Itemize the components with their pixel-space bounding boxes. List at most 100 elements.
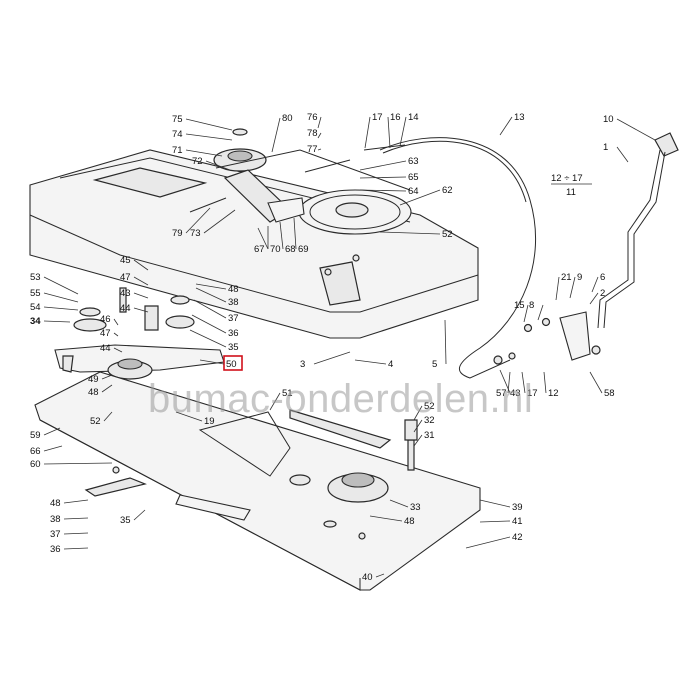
- part-number-label: 6: [600, 272, 605, 283]
- part-number-label: 68: [285, 244, 296, 255]
- part-leader-line: [399, 116, 407, 147]
- part-number-label: 58: [604, 388, 615, 399]
- part-leader-line: [189, 329, 227, 348]
- part-leader-line: [317, 148, 322, 151]
- part-number-label: 13: [514, 112, 525, 123]
- part-leader-line: [185, 133, 233, 141]
- part-number-label: 16: [390, 112, 401, 123]
- part-number-label: 66: [30, 446, 41, 457]
- part-number-label: 48: [50, 498, 61, 509]
- part-number-label: 1: [603, 142, 608, 153]
- part-leader-line: [465, 536, 511, 549]
- part-number-label: 5: [432, 359, 437, 370]
- part-number-label: 76: [307, 112, 318, 123]
- part-leader-line: [543, 371, 547, 394]
- part-leader-line: [185, 118, 233, 131]
- part-leader-line: [185, 149, 223, 157]
- part-number-label: 40: [362, 572, 373, 583]
- part-leader-line: [199, 359, 225, 365]
- part-leader-line: [113, 318, 119, 326]
- part-number-label: 47: [120, 272, 131, 283]
- fraction-label: 12 ÷ 17 11: [551, 173, 592, 198]
- part-leader-line: [359, 189, 407, 192]
- part-leader-line: [133, 276, 149, 286]
- part-leader-line: [195, 287, 227, 303]
- part-leader-line: [313, 351, 351, 365]
- part-leader-line: [43, 427, 61, 436]
- part-number-label: 2: [600, 288, 605, 299]
- part-number-label: 79: [172, 228, 183, 239]
- part-number-label: 19: [204, 416, 215, 427]
- part-leader-line: [354, 359, 387, 365]
- part-number-label: 42: [512, 532, 523, 543]
- part-leader-line: [133, 292, 149, 299]
- part-leader-line: [175, 411, 203, 422]
- part-number-label: 64: [408, 186, 419, 197]
- part-number-label: 48: [228, 284, 239, 295]
- part-leader-line: [185, 207, 211, 234]
- part-number-label: 17: [372, 112, 383, 123]
- part-leader-line: [413, 434, 423, 447]
- part-number-label: 48: [404, 516, 415, 527]
- part-leader-line: [101, 374, 113, 380]
- part-leader-line: [63, 517, 89, 520]
- part-number-label: 41: [512, 516, 523, 527]
- part-number-label-highlighted: 34: [30, 316, 41, 327]
- part-number-label: 69: [298, 244, 309, 255]
- deck-cover: [29, 149, 479, 339]
- part-leader-line: [413, 419, 423, 433]
- part-leader-line: [499, 116, 513, 136]
- lift-lever: [523, 132, 679, 361]
- part-number-label: 31: [424, 430, 435, 441]
- part-leader-line: [589, 292, 599, 305]
- part-leader-line: [616, 118, 656, 141]
- part-number-label: 80: [282, 113, 293, 124]
- part-number-label: 59: [30, 430, 41, 441]
- part-number-label: 47: [100, 328, 111, 339]
- part-leader-line: [359, 160, 407, 171]
- part-leader-line: [203, 209, 236, 234]
- part-number-label: 38: [50, 514, 61, 525]
- control-cable: [379, 137, 537, 379]
- part-number-label: 35: [228, 342, 239, 353]
- part-number-label: 14: [408, 112, 419, 123]
- part-number-label: 74: [172, 129, 183, 140]
- lower-deck-plate: [34, 371, 481, 591]
- part-leader-line: [43, 276, 79, 295]
- part-number-label: 15: [514, 300, 525, 311]
- part-leader-line: [479, 520, 511, 523]
- part-number-label: 62: [442, 185, 453, 196]
- part-leader-line: [523, 304, 529, 323]
- part-leader-line: [101, 384, 113, 393]
- part-leader-line: [317, 132, 322, 139]
- part-leader-line: [364, 116, 371, 149]
- part-leader-line: [191, 314, 227, 334]
- part-leader-line: [521, 371, 526, 394]
- part-leader-line: [113, 347, 123, 353]
- part-number-label: 54: [30, 302, 41, 313]
- part-number-label: 46: [100, 314, 111, 325]
- part-number-label: 37: [50, 529, 61, 540]
- part-number-label: 65: [408, 172, 419, 183]
- part-number-label: 71: [172, 145, 183, 156]
- part-leader-line: [293, 217, 297, 250]
- part-number-label: 52: [90, 416, 101, 427]
- part-leader-line: [257, 227, 269, 250]
- part-number-label: 12: [548, 388, 559, 399]
- part-number-label: 52: [424, 401, 435, 412]
- part-leader-line: [591, 276, 599, 293]
- part-number-label: 4: [388, 359, 393, 370]
- part-number-label: 52: [442, 229, 453, 240]
- part-number-label: 67: [254, 244, 265, 255]
- idler-pulley-assembly: [189, 128, 411, 223]
- part-number-label: 60: [30, 459, 41, 470]
- tensioner-arm-assembly: [54, 287, 225, 380]
- part-leader-line: [43, 306, 79, 311]
- part-number-label: 3: [300, 359, 305, 370]
- part-number-label: 50: [226, 359, 237, 370]
- part-leader-line: [389, 499, 409, 508]
- highlight-box: [223, 355, 243, 371]
- part-leader-line: [317, 116, 322, 129]
